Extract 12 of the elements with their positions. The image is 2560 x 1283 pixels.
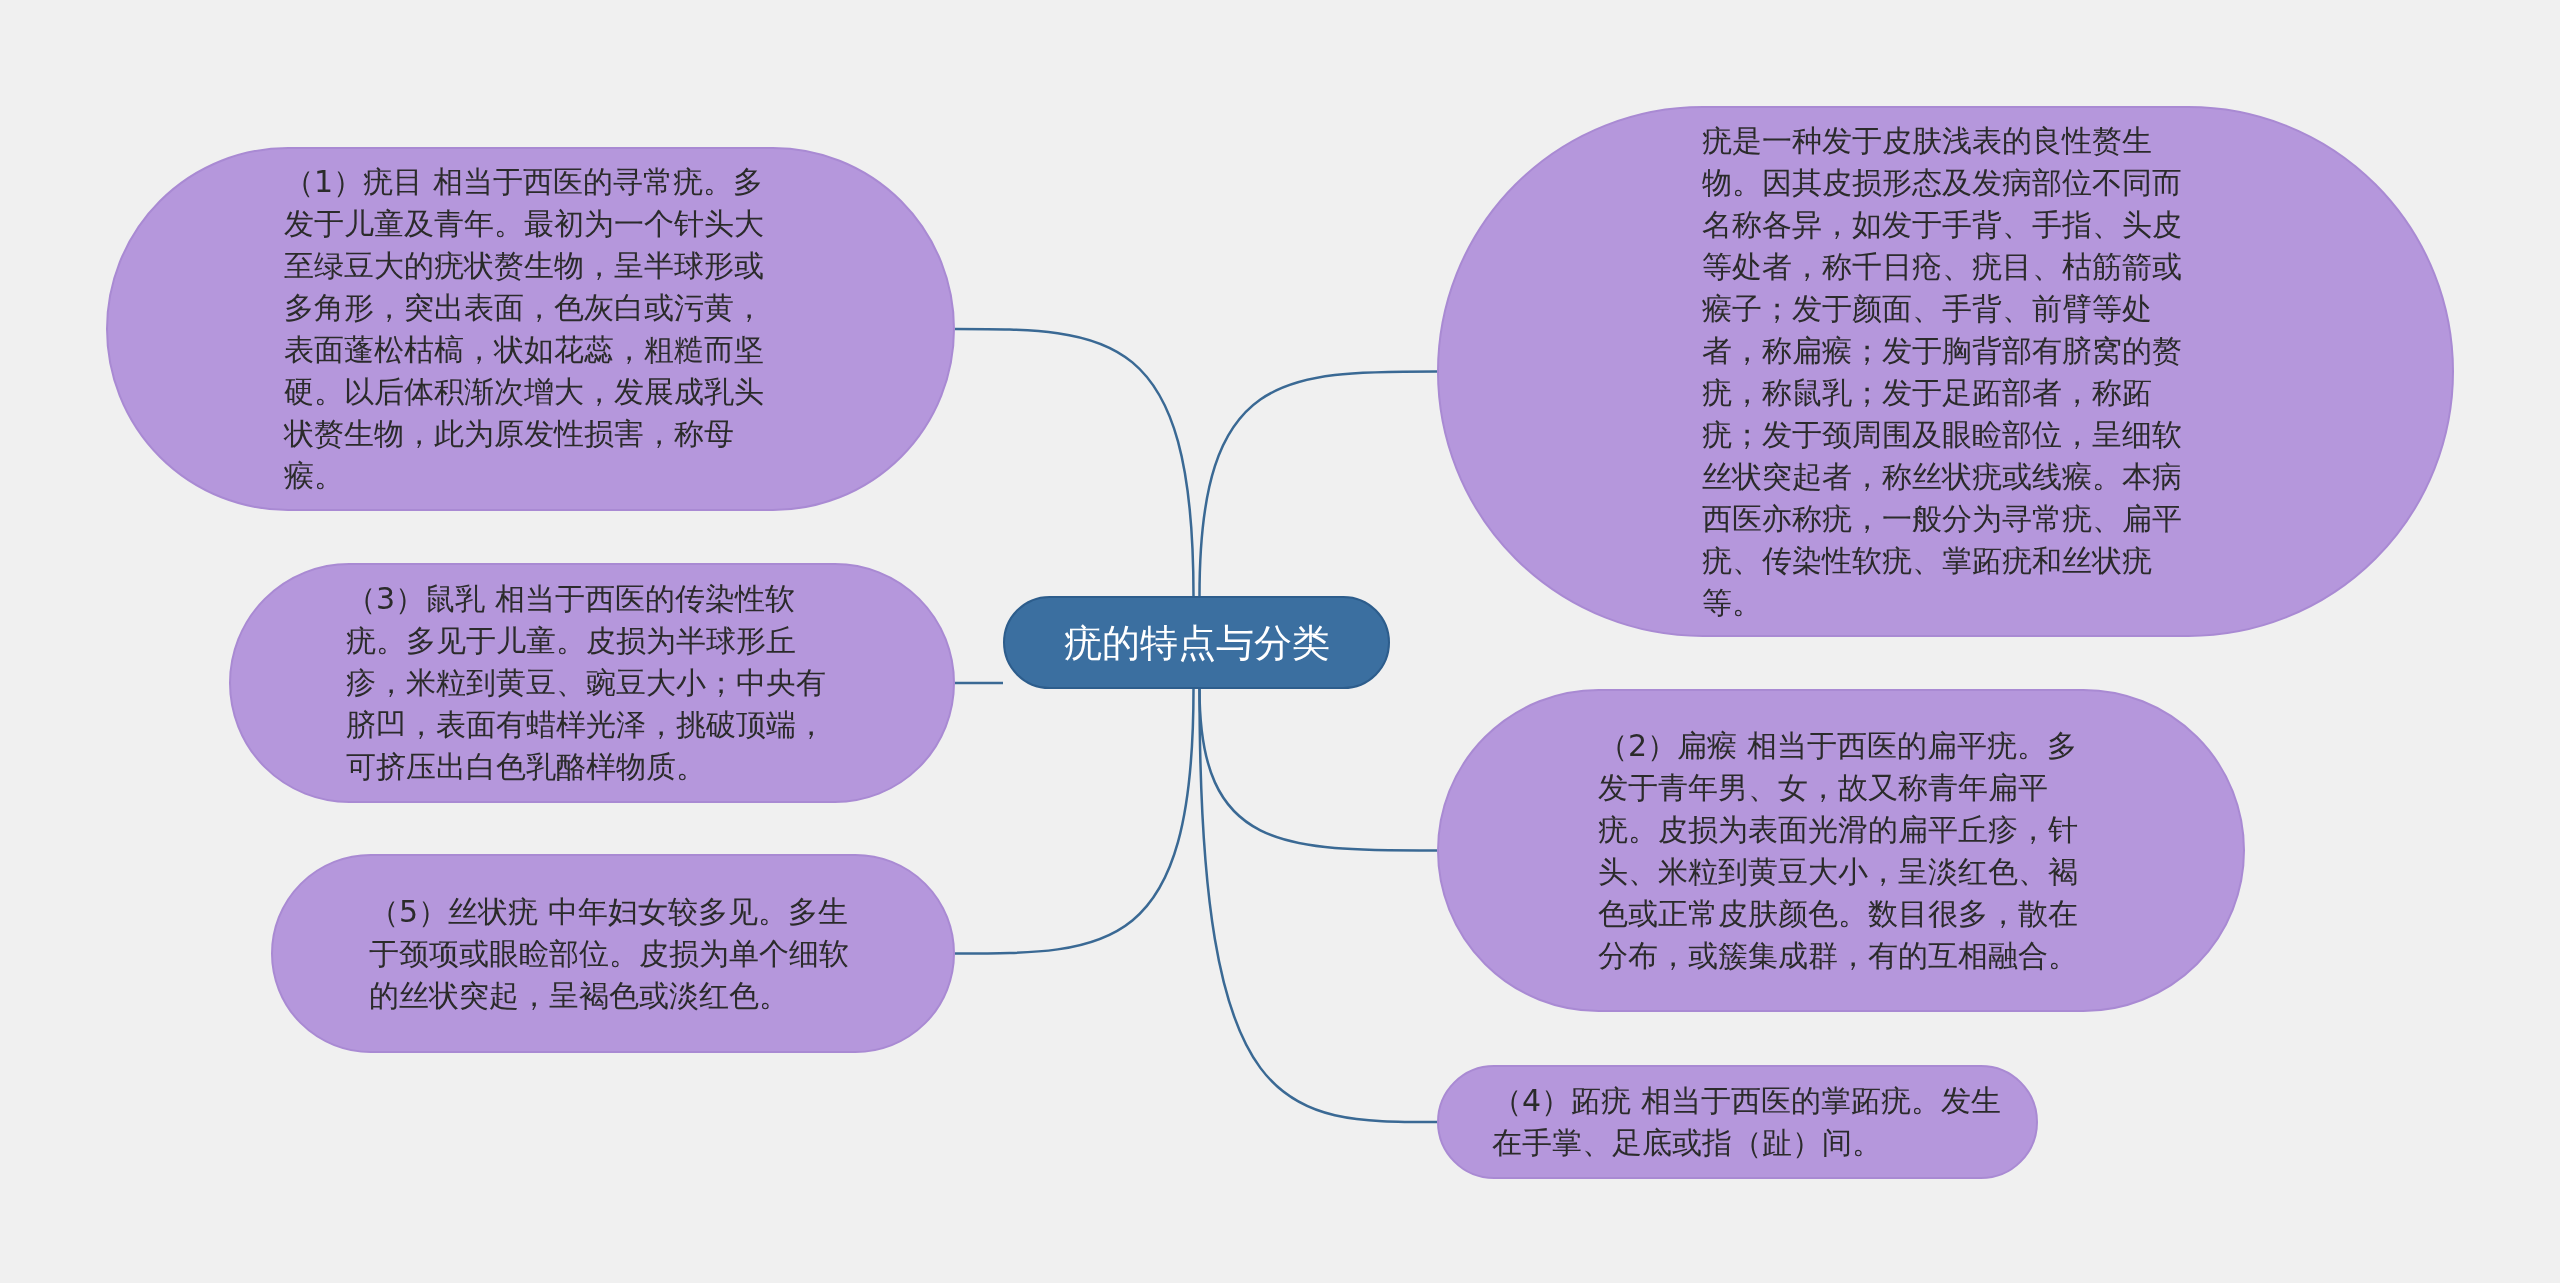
connector-line [955,681,1003,685]
connector-line [1198,688,1437,1124]
connector-line [955,327,1195,597]
topic-title: 疣的特点与分类 [1063,619,1330,666]
topic-text: 疣是一种发于皮肤浅表的良性赘生物。因其皮损形态及发病部位不同而名称各异，如发于手背、手指、头皮等处者，称千日疮、疣目、枯筋箭或瘊子；发于颜面、手背、前臂等处者，称扁瘊；发于胸背部有脐窝的赘疣，称鼠乳；发于足跖部者，称跖疣；发于颈周围及眼睑部位，呈细软丝状突起者，称丝状疣或线瘊。本病西医亦称疣，一般分为寻常疣、扁平疣、传染性软疣、掌跖疣和丝状疣等。 [1702,121,2182,622]
connector-line [1198,370,1437,597]
topic-text: （4）跖疣 相当于西医的掌跖疣。发生在手掌、足底或指（趾）间。 [1492,1082,2002,1162]
connector-line [955,688,1195,955]
topic-text: （2）扁瘊 相当于西医的扁平疣。多发于青年男、女，故又称青年扁平疣。皮损为表面光滑的扁平丘疹，针头、米粒到黄豆大小，呈淡红色、褐色或正常皮肤颜色。数目很多，散在分布，或簇集成群，有的互相融合。 [1598,726,2078,975]
topic-text: （3）鼠乳 相当于西医的传染性软疣。多见于儿童。皮损为半球形丘疹，米粒到黄豆、豌豆大小；中央有脐凹，表面有蜡样光泽，挑破顶端，可挤压出白色乳酪样物质。 [346,580,826,786]
topic-text: （5）丝状疣 中年妇女较多见。多生于颈项或眼睑部位。皮损为单个细软的丝状突起，呈褐色或淡红色。 [369,892,850,1015]
topic-text: （1）疣目 相当于西医的寻常疣。多发于儿童及青年。最初为一个针头大至绿豆大的疣状赘生物，呈半球形或多角形，突出表面，色灰白或污黄，表面蓬松枯槁，状如花蕊，粗糙而坚硬。以后体积渐次增大，发展成乳头状赘生物，此为原发性损害，称母瘊。 [284,163,764,495]
